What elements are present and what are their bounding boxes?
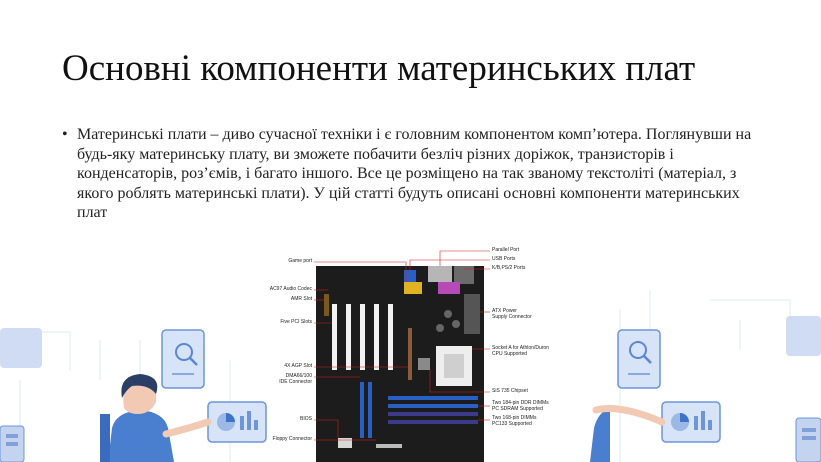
- callout-lines-left: [314, 261, 408, 441]
- atx-power-connector: [464, 294, 480, 334]
- pci-slot: [360, 304, 365, 370]
- serial-port: [438, 282, 460, 294]
- callout-label: Game port: [288, 258, 312, 264]
- pci-slot: [374, 304, 379, 370]
- ide-connector: [360, 382, 364, 438]
- sdram-dimm-slot: [388, 420, 478, 424]
- callout-label: AMR Slot: [290, 296, 312, 302]
- ps2-port: [454, 266, 474, 284]
- callout-label: PC SDRAM Supported: [492, 406, 543, 412]
- decorative-illustration-right: [590, 290, 821, 462]
- pci-slot: [332, 304, 337, 370]
- search-document-icon: [617, 329, 661, 389]
- connector-lines-left: [0, 331, 231, 462]
- callout-label: BIOS: [300, 416, 312, 422]
- chipset: [418, 358, 430, 370]
- parallel-port: [428, 266, 452, 282]
- callout-label: DMA66/100: [285, 373, 312, 379]
- callout-label: Five PCI Slots: [280, 319, 312, 325]
- callout-label: 4X AGP Slot: [284, 363, 312, 369]
- bullet-item: Материнські плати – диво сучасної технік…: [62, 125, 762, 223]
- chart-document-icon: [661, 401, 721, 443]
- agp-slot: [408, 328, 412, 380]
- panel-right-a: [786, 316, 821, 356]
- sdram-dimm-slot: [388, 412, 478, 416]
- motherboard-diagram: [314, 250, 490, 462]
- callout-label: IDE Connector: [279, 379, 312, 385]
- motherboard-figure: Game port AC97 Audio Codec AMR Slot Five…: [268, 246, 558, 462]
- bios-chip: [338, 438, 352, 448]
- callout-label: K/B,PS/2 Ports: [492, 265, 526, 271]
- chart-document-icon: [207, 401, 267, 443]
- pci-slot: [388, 304, 393, 370]
- callout-label: CPU Supported: [492, 351, 528, 357]
- person-icon: [590, 405, 666, 462]
- bullet-list: Материнські плати – диво сучасної технік…: [62, 125, 762, 223]
- callout-label: Floppy Connector: [272, 436, 312, 442]
- usb-port: [404, 270, 416, 284]
- callout-label: Two 184-pin DDR DIMMs: [492, 400, 549, 406]
- game-port: [404, 282, 422, 294]
- ide-connector: [368, 382, 372, 438]
- person-icon: [100, 374, 212, 462]
- callout-label: Supply Connector: [492, 314, 532, 320]
- search-document-icon: [161, 329, 205, 389]
- panel-left-a: [0, 328, 42, 368]
- callout-label: PC133 Supported: [492, 421, 532, 427]
- ddr-dimm-slot: [388, 404, 478, 408]
- callout-label: Socket A for Athlon/Duron: [492, 345, 549, 351]
- ddr-dimm-slot: [388, 396, 478, 400]
- floppy-connector: [376, 444, 402, 448]
- callout-label: USB Ports: [492, 256, 516, 262]
- amr-slot: [324, 294, 329, 316]
- callout-label: SiS 735 Chipset: [492, 388, 528, 394]
- decorative-illustration-left: [0, 328, 267, 462]
- callout-label: ATX Power: [492, 308, 517, 314]
- callout-label: Parallel Port: [492, 247, 520, 253]
- slide-title: Основні компоненти материнських плат: [62, 48, 696, 89]
- callout-label: AC97 Audio Codec: [269, 286, 312, 292]
- pci-slot: [346, 304, 351, 370]
- callout-label: Two 168-pin DIMMs: [492, 415, 537, 421]
- callout-lines-right: [409, 250, 490, 421]
